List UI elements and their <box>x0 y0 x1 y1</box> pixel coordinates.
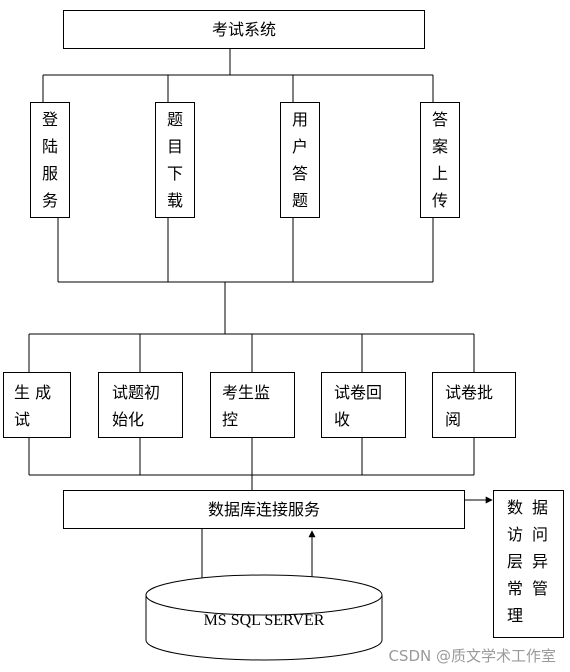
module-init-line2: 始化 <box>112 410 145 429</box>
module-review-line1: 试卷批 <box>445 383 494 402</box>
module-monitor-box <box>210 372 295 438</box>
module-login-label: 登陆服务 <box>41 110 58 210</box>
module-upload-label: 答案上传 <box>431 110 448 210</box>
module-recycle-line2: 收 <box>334 410 351 429</box>
module-recycle-line1: 试卷回 <box>334 383 383 402</box>
watermark: CSDN @质文学术工作室 <box>388 647 556 665</box>
module-download-label: 题目下载 <box>166 110 183 210</box>
db-service-label: 数据库连接服务 <box>207 500 320 519</box>
module-init-box <box>98 372 183 438</box>
module-answer-box <box>280 102 320 218</box>
exception-col2: 据问异管 <box>531 498 548 598</box>
module-generate-box <box>3 372 71 438</box>
title-label: 考试系统 <box>211 20 276 39</box>
module-init-line1: 试题初 <box>112 383 161 402</box>
module-monitor-line1: 考生监 <box>222 383 271 402</box>
module-download-box <box>155 102 195 218</box>
module-generate-line2: 试 <box>14 410 31 429</box>
module-recycle-box <box>321 372 406 438</box>
module-generate-line1: 生 成 <box>14 383 52 402</box>
database-label: MS SQL SERVER <box>203 612 325 629</box>
exception-box <box>493 490 564 638</box>
db-service-box <box>63 490 465 529</box>
module-login-box <box>30 102 70 218</box>
module-review-line2: 阅 <box>445 410 462 429</box>
exception-col1: 数访层常理 <box>506 498 523 625</box>
module-answer-label: 用户答题 <box>291 110 308 210</box>
module-upload-box <box>420 102 460 218</box>
module-review-box <box>432 372 516 438</box>
title-box <box>63 10 425 49</box>
module-monitor-line2: 控 <box>222 410 239 429</box>
